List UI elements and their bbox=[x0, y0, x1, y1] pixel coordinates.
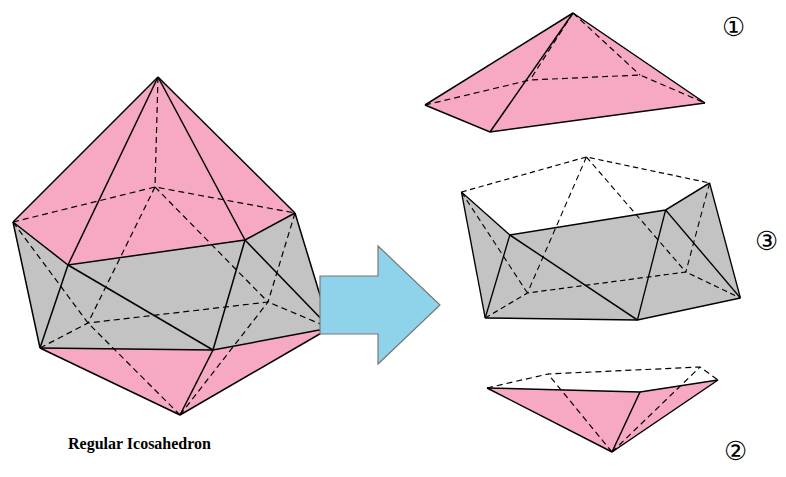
callout-number: ② bbox=[724, 438, 747, 464]
callout-number: ③ bbox=[755, 228, 778, 254]
figure-caption: Regular Icosahedron bbox=[68, 436, 211, 452]
callout-number: ① bbox=[722, 14, 745, 40]
